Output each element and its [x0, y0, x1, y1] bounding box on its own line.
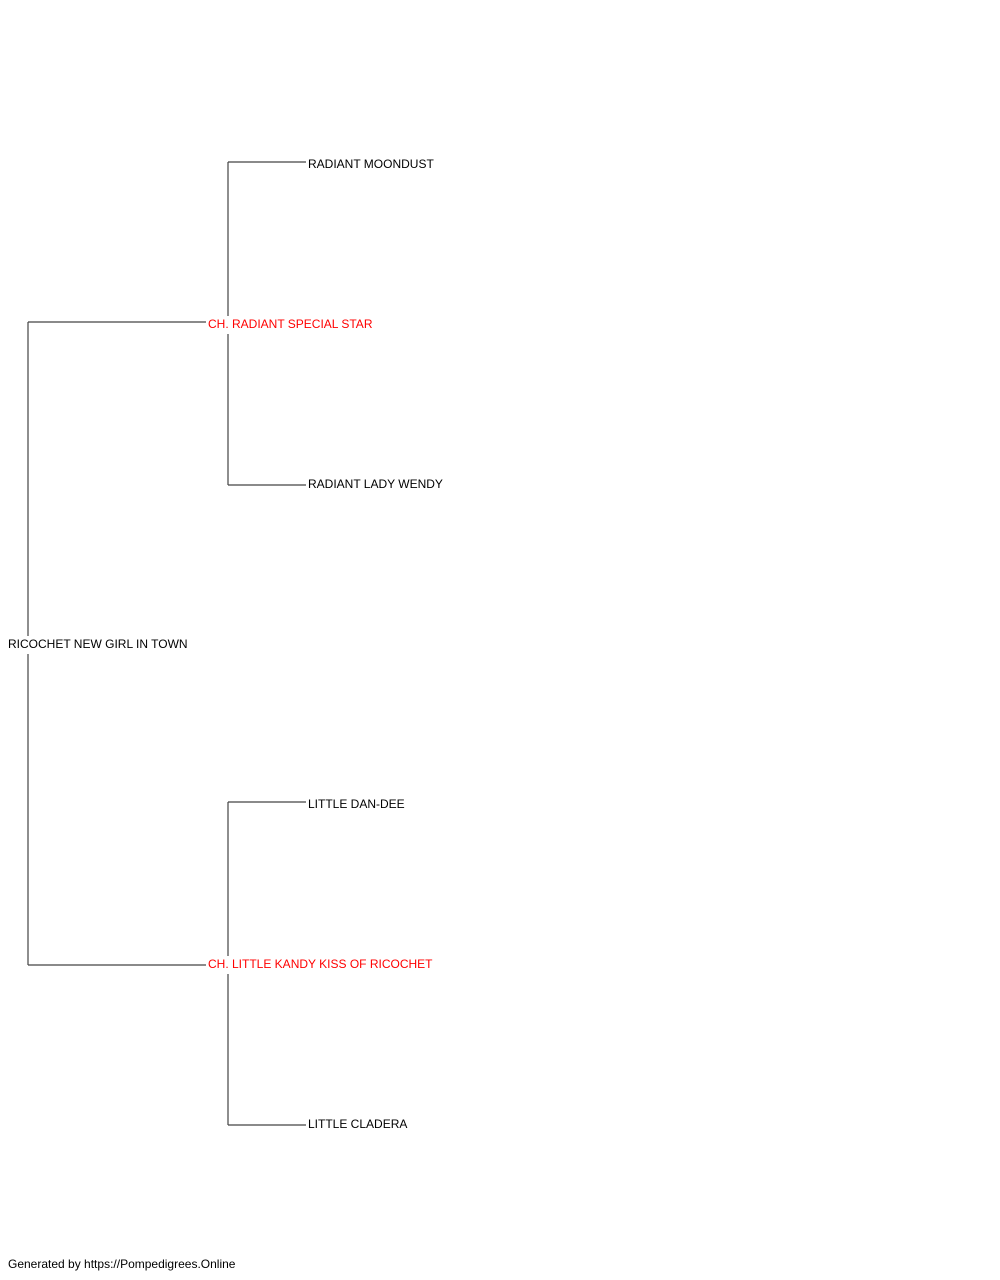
- dam-name: CH. LITTLE KANDY KISS OF RICOCHET: [206, 957, 435, 971]
- sire-sire-name: RADIANT MOONDUST: [306, 157, 436, 171]
- generated-by-footer: Generated by https://Pompedigrees.Online: [8, 1257, 236, 1271]
- dam-sire-name: LITTLE DAN-DEE: [306, 797, 407, 811]
- sire-dam-name: RADIANT LADY WENDY: [306, 477, 445, 491]
- sire-name: CH. RADIANT SPECIAL STAR: [206, 317, 375, 331]
- dam-dam-name: LITTLE CLADERA: [306, 1117, 410, 1131]
- subject-name: RICOCHET NEW GIRL IN TOWN: [6, 637, 190, 651]
